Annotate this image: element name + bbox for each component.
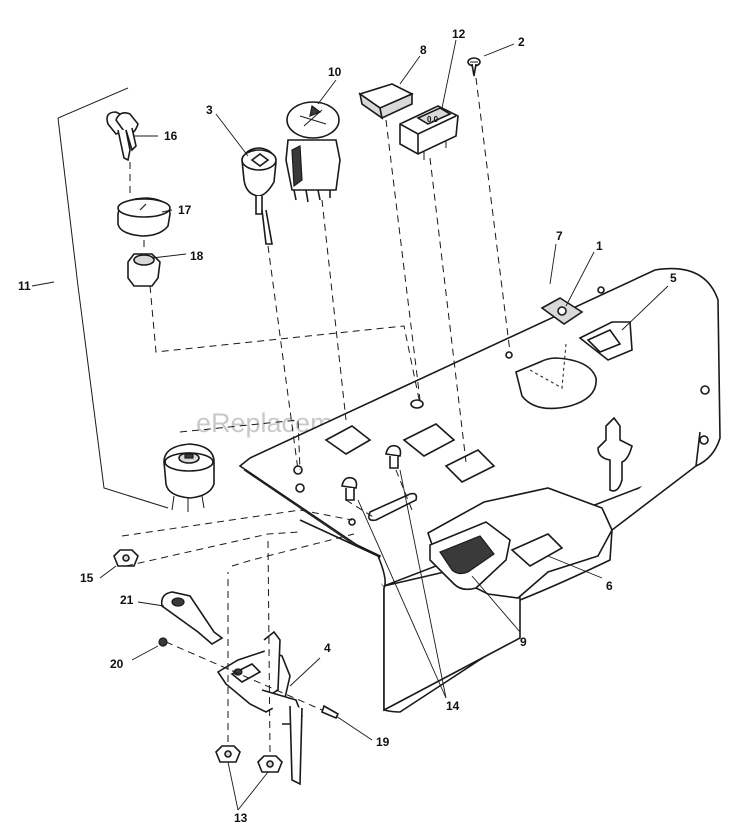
leader-lines — [31, 39, 669, 811]
callout-6: 6 — [606, 579, 613, 593]
group-bracket — [57, 87, 169, 509]
key-cap — [117, 197, 171, 237]
panel-hole-10 — [402, 423, 456, 457]
callout-19: 19 — [376, 735, 390, 749]
callout-11: 11 — [18, 279, 31, 293]
small-screw — [321, 704, 340, 720]
callout-15: 15 — [80, 571, 94, 585]
throttle-control — [216, 630, 303, 786]
dash-panel — [238, 267, 721, 713]
callout-7: 7 — [556, 229, 563, 243]
panel-hole — [597, 286, 605, 294]
callout-18: 18 — [190, 249, 204, 263]
callout-4: 4 — [324, 641, 331, 655]
panel-hole — [700, 385, 710, 395]
carriage-bolt — [385, 444, 402, 469]
callout-3: 3 — [206, 103, 213, 117]
screw — [467, 57, 481, 77]
panel-hole — [410, 399, 424, 409]
callout-14: 14 — [446, 699, 460, 713]
hour-meter: 0.0 — [399, 105, 459, 160]
callout-9: 9 — [520, 635, 527, 649]
callout-16: 16 — [164, 129, 178, 143]
decal — [510, 533, 564, 567]
mounting-bracket — [578, 321, 633, 361]
panel-hole — [295, 483, 305, 493]
panel-hole-3 — [324, 425, 372, 455]
small-nut — [158, 637, 168, 647]
callout-10: 10 — [328, 65, 342, 79]
callout-1: 1 — [596, 239, 603, 253]
ignition-nut — [127, 253, 161, 287]
callout-2: 2 — [518, 35, 525, 49]
panel-hole-12 — [444, 449, 496, 483]
callout-5: 5 — [670, 271, 677, 285]
panel-hole — [505, 351, 513, 359]
carriage-bolt — [341, 476, 358, 501]
callout-13: 13 — [234, 811, 248, 825]
assembly-lines — [121, 77, 567, 753]
pto-switch — [285, 101, 341, 203]
choke-knob — [241, 147, 277, 245]
ignition-key — [106, 111, 139, 162]
keyhole-slot — [597, 416, 633, 492]
panel-hole — [699, 435, 709, 445]
ignition-hole — [515, 357, 597, 410]
decal-cover — [358, 83, 414, 120]
panel-hole — [293, 465, 303, 475]
throttle-slot — [368, 492, 418, 522]
ignition-switch — [163, 443, 215, 512]
callouts: 1 2 3 4 5 6 7 8 9 10 11 12 13 14 15 16 1… — [18, 27, 677, 825]
callout-8: 8 — [420, 43, 427, 57]
callout-12: 12 — [452, 27, 466, 41]
hour-meter-readout: 0.0 — [427, 115, 439, 124]
throttle-link — [160, 591, 224, 645]
bracket — [540, 297, 584, 325]
gasket-window — [439, 535, 495, 575]
callout-20: 20 — [110, 657, 124, 671]
callout-17: 17 — [178, 203, 192, 217]
panel-hole — [348, 518, 356, 526]
callout-21: 21 — [120, 593, 134, 607]
